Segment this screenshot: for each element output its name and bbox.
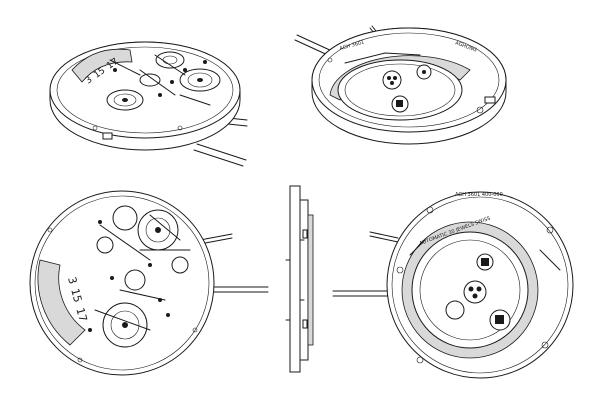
front-isometric-view: 3 15 17 — [49, 41, 248, 167]
rotor-hub — [382, 70, 402, 90]
gear-wheel-small — [96, 236, 114, 254]
ratchet-wheel — [445, 300, 465, 320]
main-plate — [49, 41, 241, 139]
bridge — [344, 52, 421, 64]
crown-notch — [102, 132, 113, 140]
rotor-edge — [307, 214, 314, 346]
bridge-edge — [299, 199, 309, 361]
back-flat-view: AGH 3601 400-000 AUTOMATIC 30 JEWELS SWI… — [332, 191, 574, 379]
winding-stem-lower — [193, 143, 247, 167]
gear-wheel — [155, 51, 185, 69]
plate-edge — [289, 185, 301, 373]
date-digit-2: 15 — [68, 287, 84, 304]
gear-wheel-small — [139, 73, 161, 87]
bridges — [94, 214, 191, 331]
front-flat-view: 3 15 17 — [29, 190, 269, 376]
date-digit-1: 3 — [84, 75, 94, 86]
side-profile-view — [285, 185, 314, 373]
winding-stem — [209, 286, 269, 293]
pinions — [285, 239, 305, 321]
rotor-hub — [463, 280, 487, 304]
click-spring — [409, 239, 561, 271]
back-isometric-view: AGH 3601 AGHONG — [294, 25, 507, 145]
date-disc — [37, 259, 86, 346]
date-digit-1: 3 — [65, 275, 79, 285]
gear-wheel — [112, 205, 138, 231]
date-digit-3: 17 — [73, 306, 89, 323]
setting-lever — [369, 231, 399, 243]
engraving-top: AGH 3601 400-000 — [455, 192, 503, 198]
gear-wheel-right — [171, 256, 189, 274]
gear-wheel-center — [124, 269, 146, 291]
bridges — [109, 54, 211, 106]
date-disc — [71, 48, 133, 83]
rotor — [337, 59, 463, 121]
plate-notch — [484, 96, 496, 104]
winding-stem — [332, 290, 391, 297]
